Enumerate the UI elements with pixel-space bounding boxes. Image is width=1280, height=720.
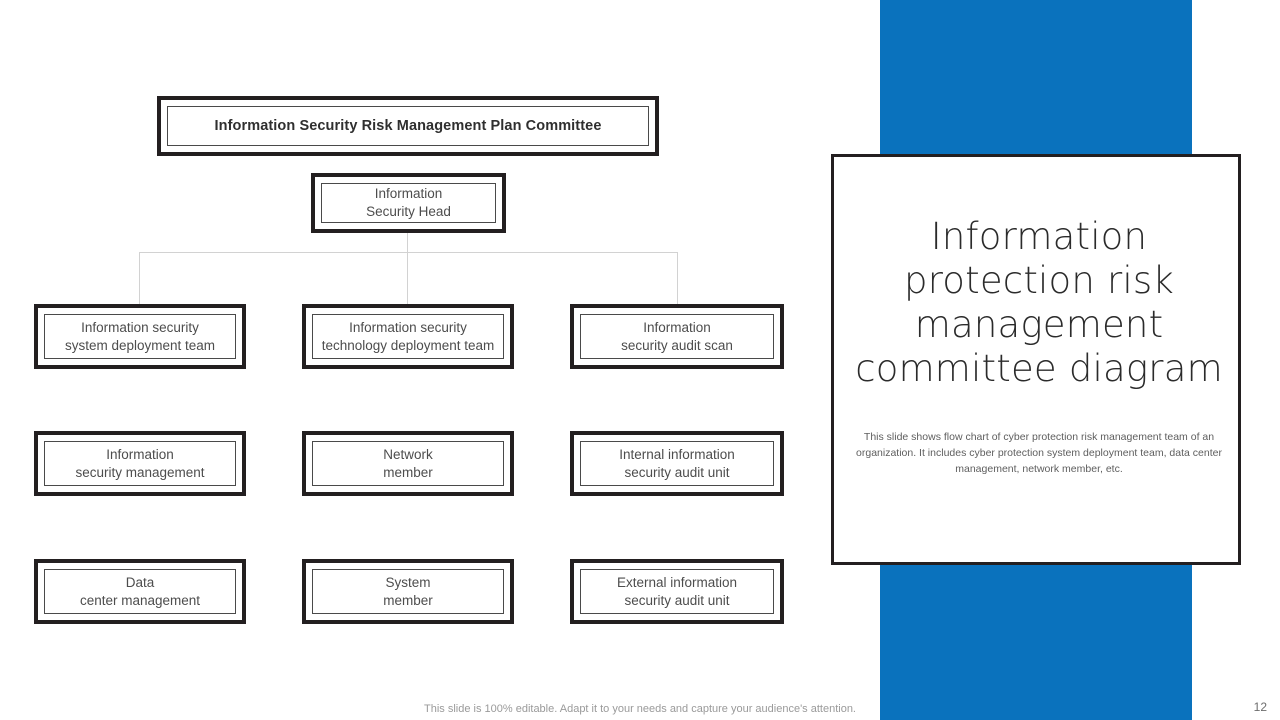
node-row3-col2[interactable]: System member bbox=[302, 559, 514, 624]
node-row3-col2-label: System member bbox=[383, 574, 433, 608]
node-row2-col3[interactable]: Internal information security audit unit bbox=[570, 431, 784, 496]
connector-branch-right bbox=[677, 252, 678, 304]
node-security-head[interactable]: Information Security Head bbox=[311, 173, 506, 233]
node-row1-col1[interactable]: Information security system deployment t… bbox=[34, 304, 246, 369]
node-row1-col3[interactable]: Information security audit scan bbox=[570, 304, 784, 369]
node-row3-col1-inner: Data center management bbox=[44, 569, 236, 614]
page-number: 12 bbox=[1253, 700, 1267, 714]
node-row2-col3-inner: Internal information security audit unit bbox=[580, 441, 774, 486]
node-row2-col1-inner: Information security management bbox=[44, 441, 236, 486]
node-row1-col1-label: Information security system deployment t… bbox=[64, 319, 216, 353]
node-committee[interactable]: Information Security Risk Management Pla… bbox=[157, 96, 659, 156]
node-row3-col2-inner: System member bbox=[312, 569, 504, 614]
node-security-head-label: Information Security Head bbox=[366, 186, 451, 219]
connector-branch-middle bbox=[407, 252, 408, 304]
node-row1-col3-label: Information security audit scan bbox=[621, 319, 733, 353]
node-security-head-inner: Information Security Head bbox=[321, 183, 496, 223]
node-row1-col2-label: Information security technology deployme… bbox=[321, 319, 495, 353]
node-row2-col3-label: Internal information security audit unit bbox=[619, 446, 735, 480]
node-row2-col1[interactable]: Information security management bbox=[34, 431, 246, 496]
node-committee-inner: Information Security Risk Management Pla… bbox=[167, 106, 649, 146]
node-row1-col2-inner: Information security technology deployme… bbox=[312, 314, 504, 359]
node-row2-col2-label: Network member bbox=[383, 446, 433, 480]
node-row3-col1[interactable]: Data center management bbox=[34, 559, 246, 624]
node-row3-col3-inner: External information security audit unit bbox=[580, 569, 774, 614]
connector-branch-left bbox=[139, 252, 140, 304]
info-card-description: This slide shows flow chart of cyber pro… bbox=[856, 431, 1222, 475]
node-row1-col2[interactable]: Information security technology deployme… bbox=[302, 304, 514, 369]
node-row2-col1-label: Information security management bbox=[75, 446, 205, 480]
node-row3-col1-label: Data center management bbox=[79, 574, 201, 608]
node-committee-label: Information Security Risk Management Pla… bbox=[214, 118, 602, 134]
node-row2-col2-inner: Network member bbox=[312, 441, 504, 486]
footer-note: This slide is 100% editable. Adapt it to… bbox=[424, 703, 856, 715]
node-row3-col3[interactable]: External information security audit unit bbox=[570, 559, 784, 624]
connector-head-vertical bbox=[407, 233, 408, 253]
info-card: Information protection risk management c… bbox=[831, 154, 1241, 565]
node-row1-col3-inner: Information security audit scan bbox=[580, 314, 774, 359]
node-row3-col3-label: External information security audit unit bbox=[616, 574, 738, 608]
node-row1-col1-inner: Information security system deployment t… bbox=[44, 314, 236, 359]
info-card-title: Information protection risk management c… bbox=[855, 215, 1223, 390]
node-row2-col2[interactable]: Network member bbox=[302, 431, 514, 496]
connector-horizontal-bus bbox=[139, 252, 678, 253]
